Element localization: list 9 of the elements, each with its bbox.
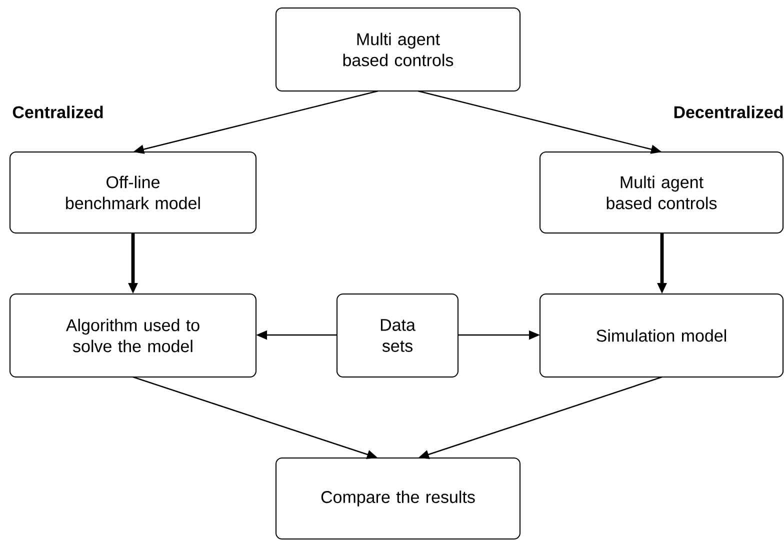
side-label: Decentralized	[674, 106, 783, 118]
process-box: Compare the results	[276, 458, 520, 540]
side-label: Centralized	[12, 106, 103, 118]
process-box: Data sets	[336, 294, 458, 378]
process-box: Simulation model	[540, 294, 784, 378]
process-box: Multi agent based controls	[276, 8, 520, 92]
process-box: Algorithm used to solve the model	[10, 294, 256, 378]
process-box: Multi agent based controls	[540, 152, 784, 234]
process-box: Off-line benchmark model	[10, 152, 256, 234]
